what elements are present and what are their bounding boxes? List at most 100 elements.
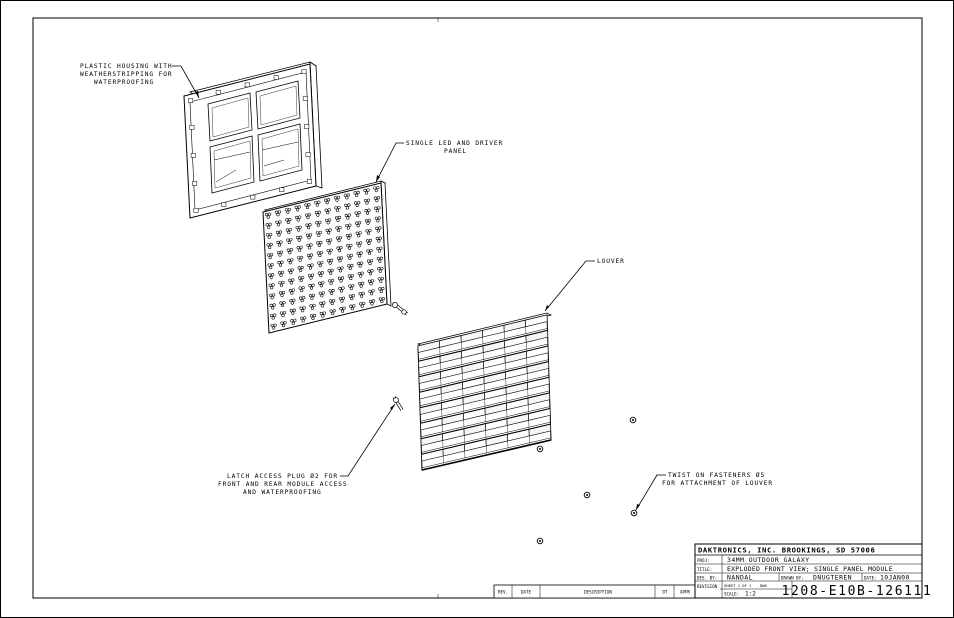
project-name: 34MM OUTDOOR GALAXY [727, 556, 810, 564]
led-pixel [359, 301, 366, 308]
housing-boss [244, 82, 250, 88]
led-pixel [300, 316, 307, 323]
drawing-title: EXPLODED FRONT VIEW; SINGLE PANEL MODULE [727, 565, 893, 573]
led-pixel [288, 288, 295, 295]
date-label: DATE: [864, 576, 877, 581]
led-pixel [365, 228, 372, 235]
led-pixel [374, 206, 381, 213]
led-pixel [365, 238, 373, 245]
designed-by: NANDAL [727, 574, 753, 582]
led-pixel [378, 296, 385, 304]
led-pixel [276, 250, 284, 257]
callout-louver: LOUVER [544, 258, 625, 312]
led-pixel [344, 203, 351, 210]
led-pixel [315, 220, 322, 227]
led-pixel [278, 280, 285, 287]
led-pixel [297, 255, 304, 262]
led-pixel [268, 273, 275, 280]
led-pixel [318, 281, 325, 288]
led-pixel [306, 243, 313, 250]
led-pixel [278, 290, 286, 297]
callout-panel: SINGLE LED AND DRIVER PANEL [375, 140, 503, 183]
scale-label: SCALE: [724, 592, 739, 597]
callout-fasteners: TWIST ON FASTENERS Ø5 FOR ATTACHMENT OF … [635, 471, 772, 511]
led-pixel [305, 233, 313, 240]
title-label: TITLE: [697, 567, 712, 572]
proj-label: PROJ: [697, 558, 710, 563]
housing-boss [189, 125, 195, 130]
led-pixel [347, 263, 354, 270]
led-pixel [295, 215, 302, 222]
fastener [583, 491, 591, 499]
led-pixel [316, 250, 323, 258]
led-pixel [357, 271, 364, 278]
rev-header-description: DESCRIPTION [584, 590, 612, 595]
led-pixel [337, 276, 345, 283]
rev-header-appr: APPR [680, 590, 691, 595]
led-pixel [296, 245, 303, 252]
led-pixel [316, 240, 323, 247]
led-pixel [329, 298, 336, 306]
led-pixel [270, 313, 277, 320]
led-pixel [328, 278, 335, 285]
led-pixel [327, 258, 334, 265]
led-pixel [345, 223, 352, 230]
led-pixel [284, 207, 291, 214]
led-pixel [336, 256, 344, 263]
housing-boss [279, 187, 285, 193]
led-pixel [363, 188, 370, 195]
led-pixel [366, 259, 374, 266]
svg-text:AND WATERPROOFING: AND WATERPROOFING [243, 489, 322, 496]
callout-housing-line-2: WEATHERSTRIPPING FOR [80, 71, 173, 78]
led-pixel [265, 212, 272, 219]
led-pixel [354, 211, 361, 218]
housing-boss [221, 202, 227, 207]
led-pixel [269, 303, 276, 310]
led-pixel [355, 231, 362, 238]
louver-slats [417, 314, 552, 471]
led-pixel [285, 217, 292, 224]
svg-text:PANEL: PANEL [444, 148, 467, 155]
led-pixel [308, 293, 316, 300]
led-pixel [290, 318, 297, 325]
led-pixel [343, 193, 350, 200]
callout-latch: LATCH ACCESS PLUG Ø2 FOR FRONT AND REAR … [218, 403, 396, 496]
fastener [536, 445, 544, 453]
led-pixel [364, 218, 372, 225]
led-pixel [304, 213, 312, 220]
housing-boss [250, 194, 256, 200]
led-pixel [279, 300, 286, 308]
led-pixel [356, 241, 363, 248]
led-pixel [339, 306, 346, 313]
latch-access-plug-upper [392, 301, 408, 316]
led-pixel [277, 270, 285, 277]
drawing-number: 1208-E10B-126111 [782, 584, 933, 599]
des-by-label: DES. BY: [697, 576, 717, 581]
svg-text:SINGLE LED AND DRIVER: SINGLE LED AND DRIVER [406, 140, 503, 147]
latch-access-plug-lower [392, 396, 404, 411]
led-pixel [267, 263, 274, 270]
housing-boss [301, 69, 307, 74]
led-pixel [334, 215, 342, 222]
fastener [629, 416, 637, 424]
callout-fasteners-line-1: TWIST ON FASTENERS Ø5 [668, 471, 765, 479]
fastener [630, 509, 638, 517]
led-pixel [318, 291, 325, 298]
led-pixel [358, 281, 365, 288]
led-pixel [296, 235, 303, 242]
callout-latch-line-2: FRONT AND REAR MODULE ACCESS [218, 481, 348, 488]
dwg-label: DWG [760, 583, 768, 588]
drawn-by-label: DRAWN BY: [781, 576, 804, 581]
led-pixel [307, 273, 315, 280]
led-pixel [349, 304, 356, 311]
svg-text:LOUVER: LOUVER [597, 258, 625, 265]
sheet-info: SHEET 1 OF 1 [724, 583, 752, 588]
led-pixel [367, 279, 375, 286]
led-pixel [375, 226, 382, 233]
led-pixel [337, 266, 344, 273]
svg-text:WEATHERSTRIPPING FOR: WEATHERSTRIPPING FOR [80, 71, 173, 78]
led-pixel [328, 288, 335, 295]
led-pixel [317, 271, 324, 278]
callout-panel-line-1: SINGLE LED AND DRIVER [406, 140, 503, 147]
